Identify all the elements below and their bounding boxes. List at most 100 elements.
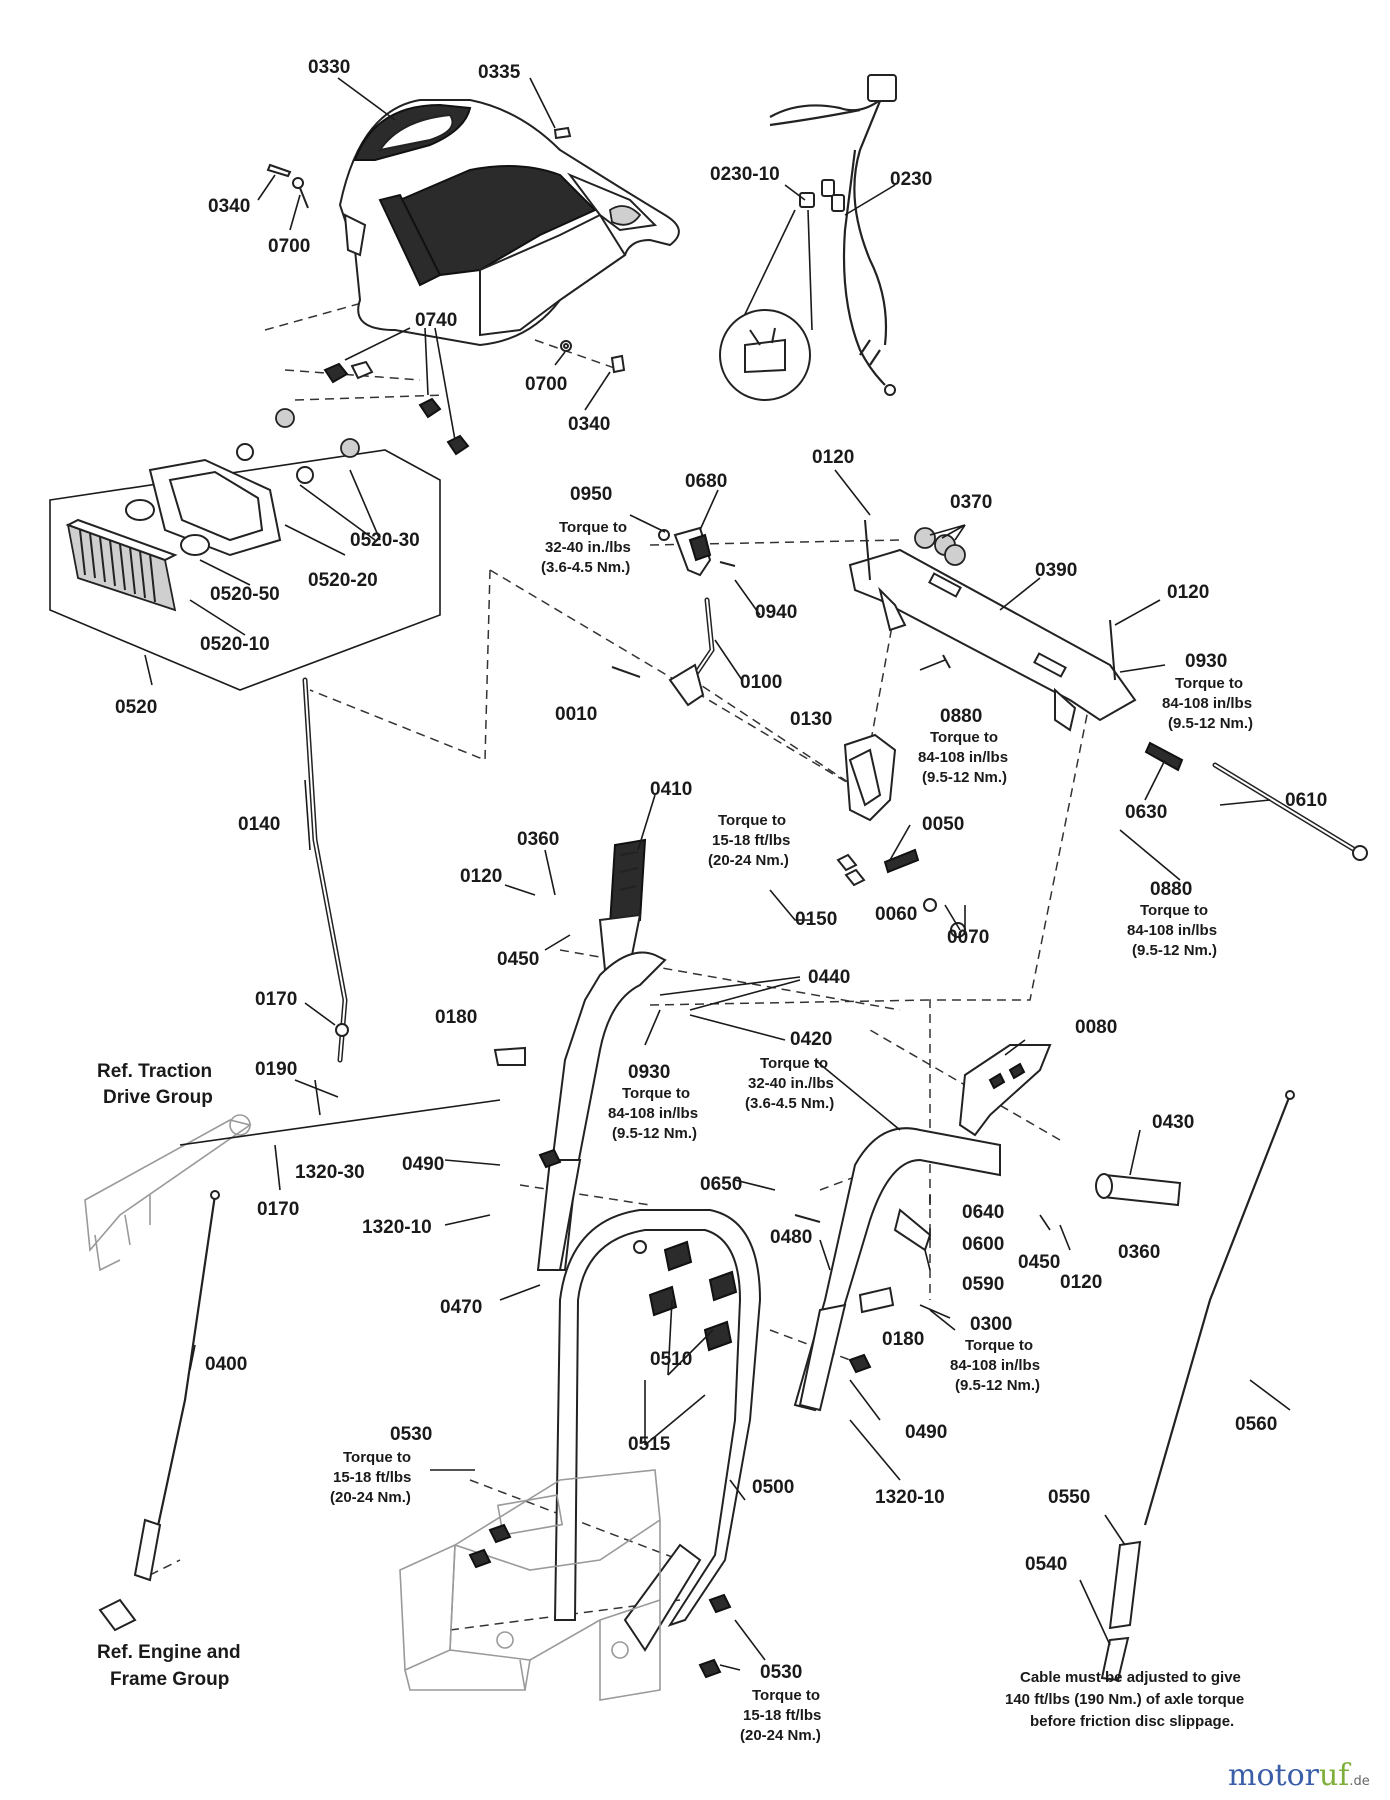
torque-note-0950-line3: (3.6-4.5 Nm.) [541, 559, 630, 576]
rod-0140 [302, 677, 349, 1063]
label-0130: 0130 [790, 709, 832, 730]
torque-note-0930b-line1: Torque to [622, 1085, 690, 1102]
torque-note-0880-line2: 84-108 in/lbs [918, 749, 1008, 766]
ref-engine-line2: Frame Group [110, 1669, 229, 1690]
label-0120: 0120 [1167, 582, 1209, 603]
watermark-logo: motoruf.de [1228, 1758, 1370, 1793]
console-hardware [266, 126, 626, 456]
console-panel [338, 99, 680, 347]
label-1320-10: 1320-10 [875, 1487, 945, 1508]
label-0630: 0630 [1125, 802, 1167, 823]
knobs-0510 [633, 1240, 738, 1352]
label-0190: 0190 [255, 1059, 297, 1080]
torque-note-0930-line3: (9.5-12 Nm.) [1168, 715, 1253, 732]
label-1320-30: 1320-30 [295, 1162, 365, 1183]
lower-handle-frame [553, 1209, 762, 1652]
label-0120: 0120 [812, 447, 854, 468]
engine-frame-ghost [399, 1469, 661, 1701]
part-labels: 0330 0335 0340 0700 0740 0700 0340 0230-… [115, 57, 1327, 1744]
label-0100: 0100 [740, 672, 782, 693]
label-1320-10: 1320-10 [362, 1217, 432, 1238]
ref-traction-line2: Drive Group [103, 1087, 213, 1108]
handle-grip-0410 [598, 838, 647, 972]
label-0170: 0170 [255, 989, 297, 1010]
torque-note-0300-line1: Torque to [965, 1337, 1033, 1354]
label-0550: 0550 [1048, 1487, 1090, 1508]
label-0640: 0640 [962, 1202, 1004, 1223]
label-0360: 0360 [517, 829, 559, 850]
label-0060: 0060 [875, 904, 917, 925]
torque-note-0930b-line3: (9.5-12 Nm.) [612, 1125, 697, 1142]
cable-0400 [98, 1190, 220, 1632]
cable-note-line3: before friction disc slippage. [1030, 1713, 1234, 1730]
label-0070: 0070 [947, 927, 989, 948]
cable-note-line2: 140 ft/lbs (190 Nm.) of axle torque [1005, 1691, 1244, 1708]
label-0340: 0340 [568, 414, 610, 435]
torque-note-0880b-line3: (9.5-12 Nm.) [1132, 942, 1217, 959]
torque-note-0880-line1: Torque to [930, 729, 998, 746]
ref-engine-line1: Ref. Engine and [97, 1642, 241, 1663]
label-0300: 0300 [970, 1314, 1012, 1335]
label-0420: 0420 [790, 1029, 832, 1050]
label-0530: 0530 [760, 1662, 802, 1683]
label-0450: 0450 [1018, 1252, 1060, 1273]
torque-note-0880-line3: (9.5-12 Nm.) [922, 769, 1007, 786]
label-0370: 0370 [950, 492, 992, 513]
label-0500: 0500 [752, 1477, 794, 1498]
label-0650: 0650 [700, 1174, 742, 1195]
lens-stripes [79, 529, 156, 603]
label-0180: 0180 [435, 1007, 477, 1028]
label-0230-10: 0230-10 [710, 164, 780, 185]
label-0490: 0490 [905, 1422, 947, 1443]
label-0330: 0330 [308, 57, 350, 78]
label-0335: 0335 [478, 62, 521, 83]
label-0390: 0390 [1035, 560, 1077, 581]
torque-note-0150-line3: (20-24 Nm.) [708, 852, 789, 869]
label-0400: 0400 [205, 1354, 247, 1375]
torque-note-0300-line2: 84-108 in/lbs [950, 1357, 1040, 1374]
ref-traction-line1: Ref. Traction [97, 1061, 212, 1082]
label-0080: 0080 [1075, 1017, 1117, 1038]
label-0450: 0450 [497, 949, 539, 970]
torque-note-0150-line1: Torque to [718, 812, 786, 829]
label-0530: 0530 [390, 1424, 432, 1445]
label-0540: 0540 [1025, 1554, 1067, 1575]
label-0010: 0010 [555, 704, 597, 725]
upper-handle-right [793, 1127, 1001, 1412]
torque-note-0930-line2: 84-108 in/lbs [1162, 695, 1252, 712]
svg-text:motoruf.de: motoruf.de [1228, 1758, 1370, 1793]
torque-note-0530-line2: 15-18 ft/lbs [333, 1469, 411, 1486]
label-0340: 0340 [208, 196, 250, 217]
label-0880: 0880 [1150, 879, 1192, 900]
label-0520-20: 0520-20 [308, 570, 378, 591]
torque-note-0880b-line2: 84-108 in/lbs [1127, 922, 1217, 939]
label-0515: 0515 [628, 1434, 671, 1455]
mount-bracket-0130 [843, 733, 897, 822]
label-0940: 0940 [755, 602, 797, 623]
torque-note-0530b-line1: Torque to [752, 1687, 820, 1704]
label-0230: 0230 [890, 169, 932, 190]
label-0440: 0440 [808, 967, 850, 988]
reference-notes: Ref. Traction Drive Group Ref. Engine an… [97, 1061, 1244, 1730]
torque-note-0950-line2: 32-40 in./lbs [545, 539, 631, 556]
label-0120: 0120 [1060, 1272, 1102, 1293]
torque-note-0530-line3: (20-24 Nm.) [330, 1489, 411, 1506]
torque-note-0880b-line1: Torque to [1140, 902, 1208, 919]
label-0950: 0950 [570, 484, 612, 505]
torque-note-0530b-line2: 15-18 ft/lbs [743, 1707, 821, 1724]
label-0600: 0600 [962, 1234, 1004, 1255]
label-0140: 0140 [238, 814, 280, 835]
label-0480: 0480 [770, 1227, 812, 1248]
label-0050: 0050 [922, 814, 964, 835]
label-0930: 0930 [1185, 651, 1227, 672]
label-0120: 0120 [460, 866, 502, 887]
torque-note-0150-line2: 15-18 ft/lbs [712, 832, 790, 849]
label-0410: 0410 [650, 779, 692, 800]
label-0930: 0930 [628, 1062, 670, 1083]
torque-note-0530b-line3: (20-24 Nm.) [740, 1727, 821, 1744]
torque-note-0420-line1: Torque to [760, 1055, 828, 1072]
label-0560: 0560 [1235, 1414, 1277, 1435]
label-0150: 0150 [795, 909, 837, 930]
label-0520-10: 0520-10 [200, 634, 270, 655]
